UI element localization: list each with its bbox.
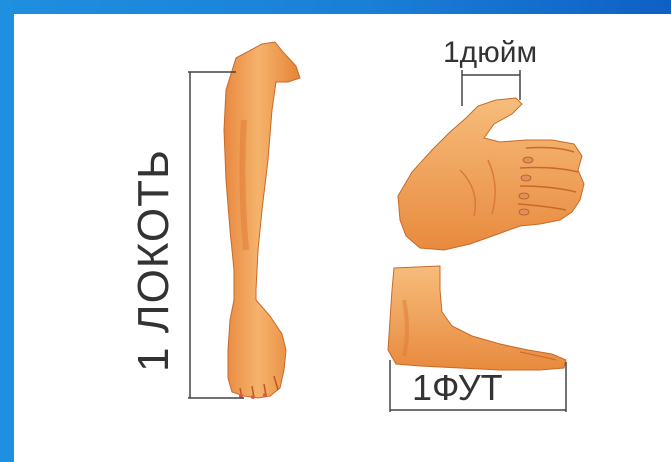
- hand-illustration: [398, 98, 584, 250]
- cubit-label: 1 ЛОКОТЬ: [129, 149, 178, 372]
- inch-label: 1дюйм: [443, 36, 537, 69]
- foot-label: 1ФУТ: [412, 367, 503, 408]
- foot-illustration: [388, 266, 566, 370]
- arm-illustration: [224, 42, 300, 399]
